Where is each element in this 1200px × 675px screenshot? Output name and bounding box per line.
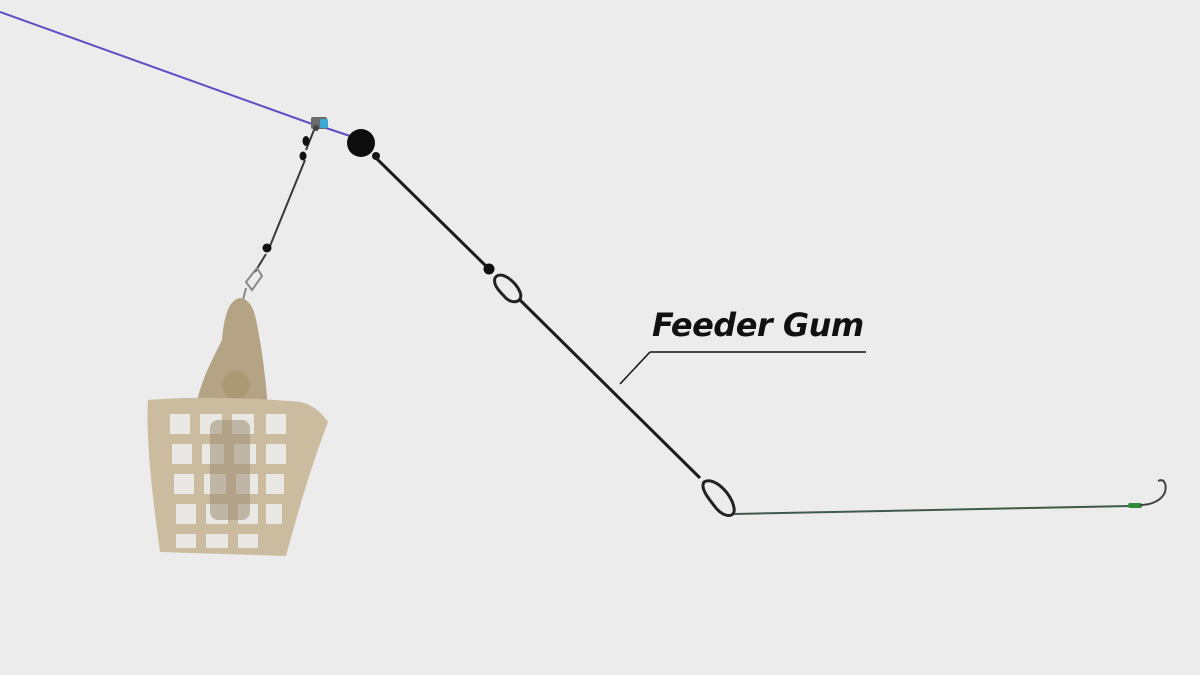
feeder-link-beads <box>262 136 310 253</box>
feeder-gum-line-lower <box>518 298 702 480</box>
lead-weight-icon <box>347 129 375 157</box>
feeder-gum-label: Feeder Gum <box>652 306 864 344</box>
feeder-cage-icon <box>147 298 328 556</box>
snap-clip-icon <box>242 266 264 301</box>
hook-link-line <box>733 505 1131 515</box>
gum-bead-icon <box>483 263 495 275</box>
hook-icon <box>1139 479 1167 506</box>
hook-sleeve-icon <box>1128 503 1142 508</box>
loop-connector-icon <box>493 273 523 304</box>
loop-connector-lower-icon <box>701 479 736 517</box>
feeder-gum-line <box>374 156 490 270</box>
swivel-icon <box>311 117 328 131</box>
main-line <box>0 11 313 125</box>
main-line-to-bead <box>325 127 351 137</box>
callout-leader <box>619 351 651 385</box>
